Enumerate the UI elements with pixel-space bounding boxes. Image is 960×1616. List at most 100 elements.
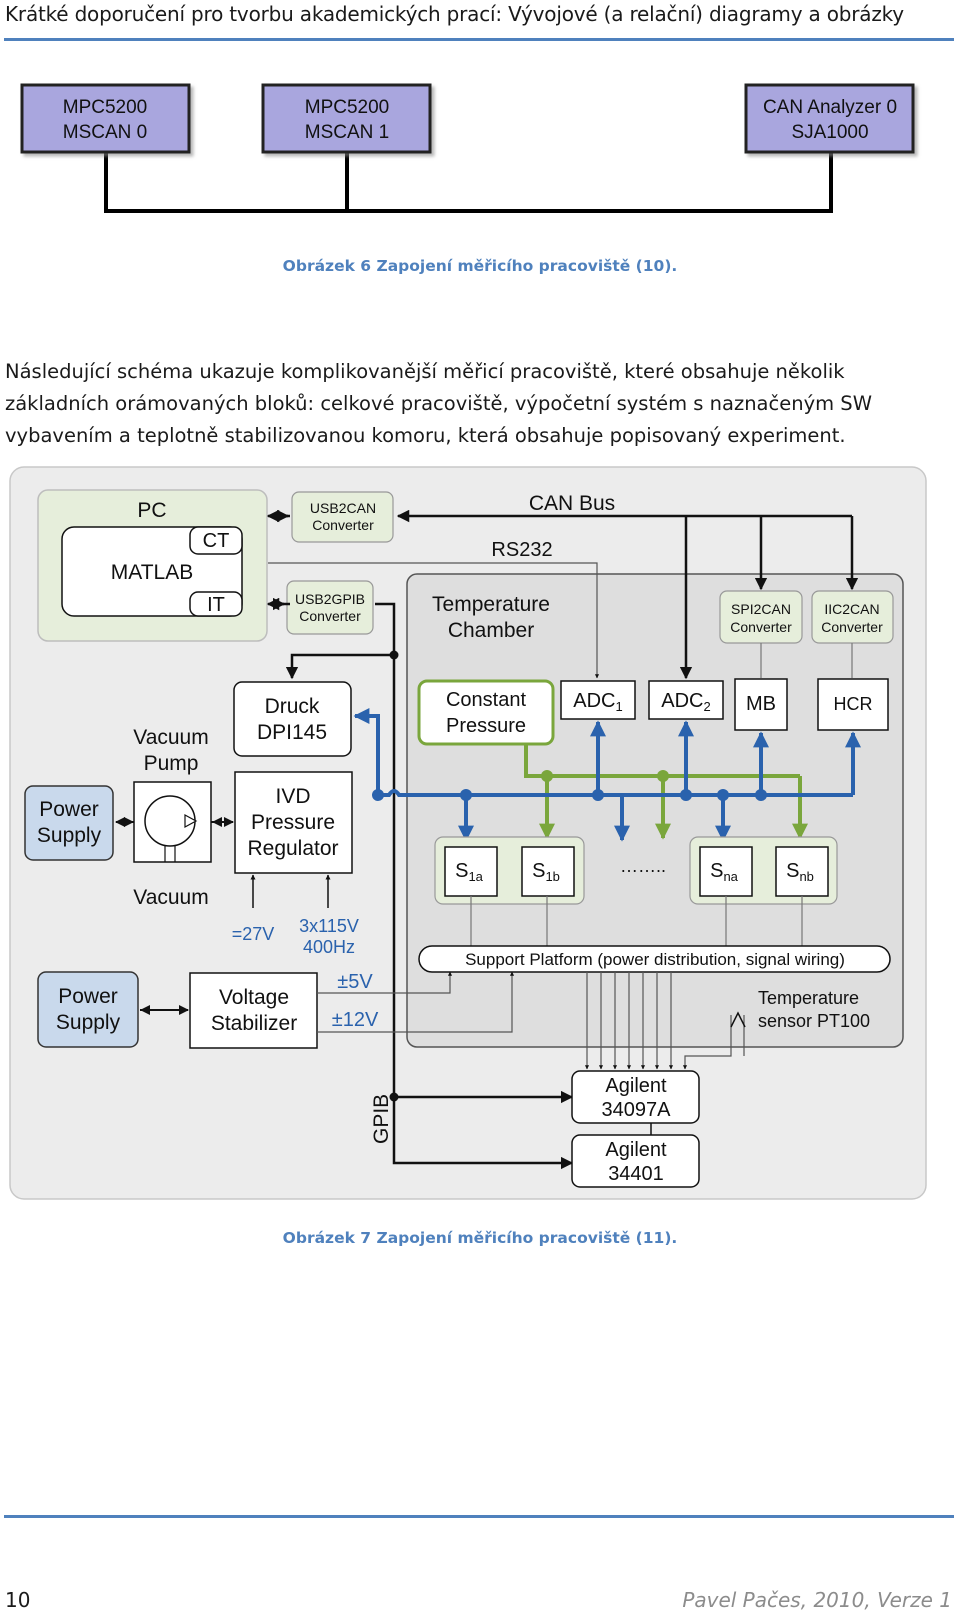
rs232-label: RS232	[491, 539, 552, 561]
footer-version: Verze 1	[877, 1588, 952, 1612]
adc2-label: ADC2	[661, 690, 710, 714]
box-mscan0-line1: MPC5200	[63, 97, 148, 118]
pump-triangle-icon	[184, 813, 198, 829]
usb2gpib-line1: USB2GPIB	[295, 591, 365, 607]
gpib-junction-top	[389, 650, 399, 660]
power-lines	[317, 971, 515, 1033]
temp-sensor-line2: sensor PT100	[758, 1011, 870, 1031]
vacuum-pump-line2: Pump	[144, 752, 199, 775]
s1a-box	[444, 846, 498, 897]
v115-line2: 400Hz	[303, 937, 355, 957]
power-supply-2-line1: Power	[58, 985, 118, 1008]
agilent2-line2: 34401	[608, 1163, 664, 1185]
v27-label: =27V	[232, 924, 275, 944]
pc-title: PC	[137, 499, 166, 522]
matlab-label: MATLAB	[111, 561, 193, 584]
ivd-line3: Regulator	[247, 837, 338, 860]
ivd-line2: Pressure	[251, 811, 335, 834]
gpib-junction-bottom	[389, 1092, 399, 1102]
box-can-analyzer-line2: SJA1000	[791, 122, 868, 143]
adc2-box	[648, 680, 724, 720]
snb-box	[775, 846, 829, 897]
sna-box	[699, 846, 753, 897]
druck-line2: DPI145	[257, 721, 327, 744]
iic2can-line1: IIC2CAN	[824, 601, 879, 617]
voltage-stabilizer-line2: Stabilizer	[211, 1012, 297, 1035]
v5-label: ±5V	[337, 971, 373, 993]
agilent-34401-box	[571, 1134, 700, 1188]
usb2can-line1: USB2CAN	[310, 500, 376, 516]
power-supply-1-line1: Power	[39, 798, 99, 821]
box-mscan0-line2: MSCAN 0	[63, 122, 147, 143]
iic2can-line2: Converter	[821, 619, 883, 635]
mb-label: MB	[746, 693, 776, 715]
v12-label: ±12V	[332, 1009, 379, 1031]
ivd-line1: IVD	[275, 785, 310, 808]
support-platform-label: Support Platform (power distribution, si…	[465, 950, 845, 969]
footer-rule	[4, 1515, 954, 1518]
hcr-box	[817, 678, 889, 731]
s1a-label: S1a	[455, 860, 484, 884]
voltage-stabilizer-box	[189, 972, 318, 1049]
vacuum-label: Vacuum	[133, 886, 208, 909]
voltage-stabilizer-line1: Voltage	[219, 986, 289, 1009]
iic2can-box	[811, 590, 894, 644]
figure-6-diagram: MPC5200 MSCAN 0 MPC5200 MSCAN 1 CAN Anal…	[20, 83, 915, 213]
spi2can-box	[719, 590, 803, 644]
chamber-frame	[406, 573, 904, 1048]
body-paragraph: Následující schéma ukazuje komplikovaněj…	[5, 360, 872, 447]
converter-links	[760, 643, 853, 678]
sna-label: Sna	[710, 860, 739, 884]
footer-author: Pavel Pačes, 2010, Verze 1	[682, 1588, 952, 1612]
it-block	[189, 591, 243, 617]
usb2can-line2: Converter	[312, 517, 374, 533]
figure-7-caption: Obrázek 7 Zapojení měřicího pracoviště (…	[282, 1229, 678, 1247]
green-pressure-lines	[524, 744, 808, 840]
chamber-label-line2: Chamber	[448, 619, 534, 642]
platform-to-agilent-lines	[584, 972, 745, 1070]
temp-sensor-line1: Temperature	[758, 988, 859, 1008]
power-supply-2-box	[37, 971, 139, 1048]
power-supply-1-box	[24, 785, 114, 861]
s1b-box	[521, 846, 575, 897]
page-number: 10	[5, 1588, 31, 1612]
v115-line1: 3x115V	[299, 916, 359, 936]
adc1-label: ADC1	[573, 690, 622, 714]
box-mscan1: MPC5200 MSCAN 1	[261, 83, 432, 154]
figure-6-caption: Obrázek 6 Zapojení měřicího pracoviště (…	[282, 257, 678, 275]
usb2can-box	[291, 491, 394, 543]
agilent1-line1: Agilent	[605, 1075, 667, 1097]
sensor-to-platform-lines	[470, 896, 803, 946]
header-rule	[4, 38, 954, 41]
ellipsis-label: ……..	[620, 856, 666, 876]
gpib-label: GPIB	[370, 1094, 393, 1144]
agilent2-line1: Agilent	[605, 1139, 667, 1161]
s1b-label: S1b	[532, 860, 560, 884]
agilent1-line2: 34097A	[602, 1099, 672, 1121]
adc1-box	[560, 680, 636, 720]
spi2can-line2: Converter	[730, 619, 792, 635]
box-mscan0: MPC5200 MSCAN 0	[20, 83, 191, 154]
agilent-34097a-box	[571, 1070, 700, 1124]
vacuum-pump-line1: Vacuum	[133, 726, 208, 749]
ivd-box	[234, 771, 353, 874]
box-can-analyzer-line1: CAN Analyzer 0	[763, 97, 897, 118]
chamber-label-line1: Temperature	[432, 593, 550, 616]
footer-year: 2010	[813, 1588, 865, 1612]
hcr-label: HCR	[834, 694, 873, 714]
usb2gpib-line2: Converter	[299, 608, 361, 624]
rs232-line	[268, 562, 600, 679]
spi2can-line1: SPI2CAN	[731, 601, 791, 617]
bus-lines	[104, 152, 833, 213]
can-bus-lines	[266, 509, 859, 680]
power-supply-2-line2: Supply	[56, 1011, 121, 1034]
support-platform-box	[418, 945, 891, 973]
snb-label: Snb	[786, 860, 814, 884]
ct-label: CT	[203, 530, 230, 552]
druck-box	[233, 681, 352, 757]
blue-signal-lines	[353, 708, 861, 842]
ct-block	[189, 526, 243, 555]
constant-pressure-box	[417, 679, 555, 746]
box-mscan1-line2: MSCAN 1	[305, 122, 389, 143]
druck-line1: Druck	[265, 695, 320, 718]
